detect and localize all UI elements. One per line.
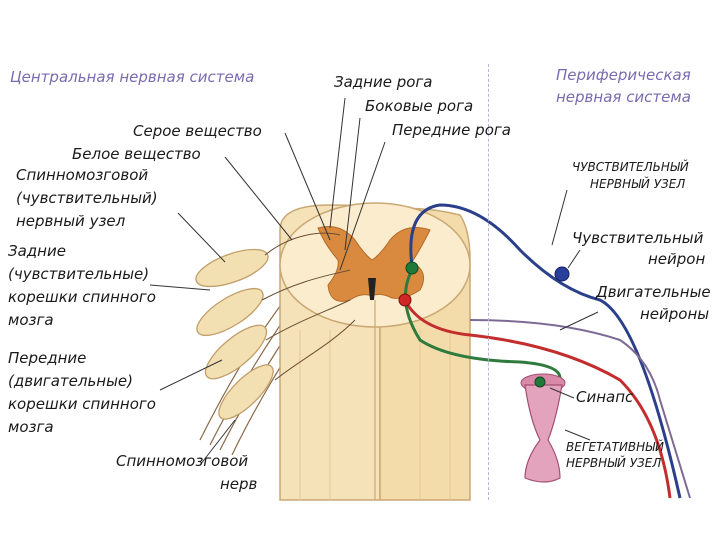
green-neuron-body bbox=[405, 261, 419, 275]
label-dorsal-roots-line2: (чувствительные) bbox=[8, 265, 150, 283]
label-autonomic-ganglion-line2: НЕРВНЫЙ УЗЕЛ bbox=[566, 456, 662, 470]
label-ganglion-line2: (чувствительный) bbox=[16, 189, 158, 207]
label-ventral-roots-line4: мозга bbox=[8, 418, 54, 436]
label-ventral-horns: Передние рога bbox=[392, 121, 511, 139]
label-motor-neurons-line2: нейроны bbox=[640, 305, 710, 323]
heading-pns-line2: нервная система bbox=[556, 88, 691, 106]
label-pointers bbox=[149, 97, 599, 466]
autonomic-ganglion bbox=[520, 373, 566, 483]
label-dorsal-roots-line1: Задние bbox=[8, 242, 66, 260]
label-spinal-nerve-line2: нерв bbox=[220, 475, 258, 493]
label-ventral-roots-line3: корешки спинного bbox=[8, 395, 156, 413]
label-autonomic-ganglion-line1: ВЕГЕТАТИВНЫЙ bbox=[566, 440, 664, 454]
motor-fiber-red bbox=[403, 299, 672, 499]
label-ganglion-line1: Спинномозговой bbox=[16, 166, 149, 184]
label-synapse: Синапс bbox=[576, 388, 634, 406]
label-grey-matter: Серое вещество bbox=[133, 122, 262, 140]
label-ventral-roots-line2: (двигательные) bbox=[8, 372, 134, 390]
label-dorsal-roots-line3: корешки спинного bbox=[8, 288, 156, 306]
label-motor-neurons-line1: Двигательные bbox=[596, 283, 711, 301]
label-spinal-nerve-line1: Спинномозговой bbox=[116, 452, 249, 470]
label-sensory-ganglion-line2: НЕРВНЫЙ УЗЕЛ bbox=[590, 177, 686, 191]
root-fibers bbox=[261, 232, 356, 381]
dorsal-root-ganglia bbox=[195, 248, 274, 420]
peripheral-nerve-trunk bbox=[469, 319, 691, 499]
label-sensory-neuron-line1: Чувствительный bbox=[572, 229, 704, 247]
label-dorsal-roots-line4: мозга bbox=[8, 311, 54, 329]
heading-pns-line1: Периферическая bbox=[556, 66, 691, 84]
sensory-neuron-body bbox=[554, 266, 570, 282]
label-lateral-horns: Боковые рога bbox=[365, 97, 474, 115]
label-sensory-neuron-line2: нейрон bbox=[648, 250, 706, 268]
heading-cns: Центральная нервная система bbox=[10, 68, 255, 86]
label-ventral-roots-line1: Передние bbox=[8, 349, 87, 367]
cns-pns-divider bbox=[488, 64, 490, 500]
label-dorsal-horns: Задние рога bbox=[334, 73, 433, 91]
label-sensory-ganglion-line1: ЧУВСТВИТЕЛЬНЫЙ bbox=[572, 160, 689, 174]
central-canal bbox=[368, 278, 376, 300]
red-neuron-body bbox=[398, 293, 412, 307]
label-white-matter: Белое вещество bbox=[72, 145, 201, 163]
label-ganglion-line3: нервный узел bbox=[16, 212, 126, 230]
